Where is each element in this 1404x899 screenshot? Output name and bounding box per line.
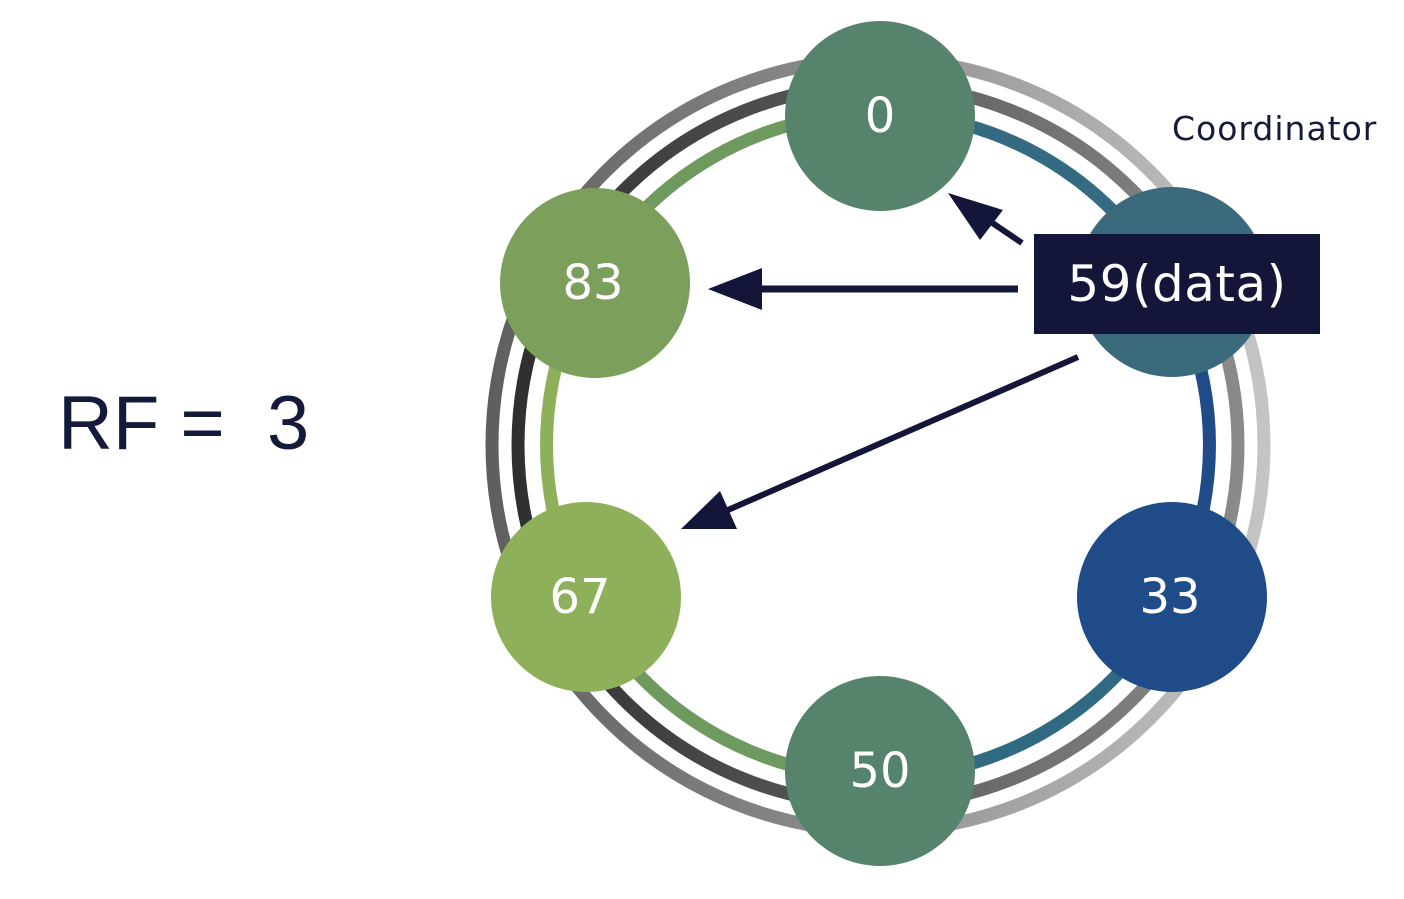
node-33: 33: [1077, 502, 1267, 692]
node-50-circle: [785, 676, 975, 866]
node-83-circle: [500, 188, 690, 378]
arrow-to-node-0: [948, 193, 1024, 246]
node-67-label: 67: [549, 569, 610, 625]
replication-factor-label: RF = 3: [58, 381, 310, 466]
node-67: 67: [491, 502, 681, 692]
node-0-circle: [785, 21, 975, 211]
node-0: 0: [785, 21, 975, 211]
node-33-circle: [1077, 502, 1267, 692]
arrow-to-node-83: [708, 268, 1018, 310]
node-33-label: 33: [1139, 569, 1200, 625]
coordinator-label: Coordinator: [1172, 109, 1378, 148]
arrow-to-node-67: [681, 354, 1080, 529]
node-83-label: 83: [562, 255, 623, 311]
node-50-label: 50: [849, 743, 910, 799]
node-50: 50: [785, 676, 975, 866]
node-0-label: 0: [865, 88, 896, 144]
data-key-box: 59(data): [1034, 234, 1320, 334]
node-83: 83: [500, 188, 690, 378]
data-key-label: 59(data): [1067, 255, 1287, 313]
node-67-circle: [491, 502, 681, 692]
